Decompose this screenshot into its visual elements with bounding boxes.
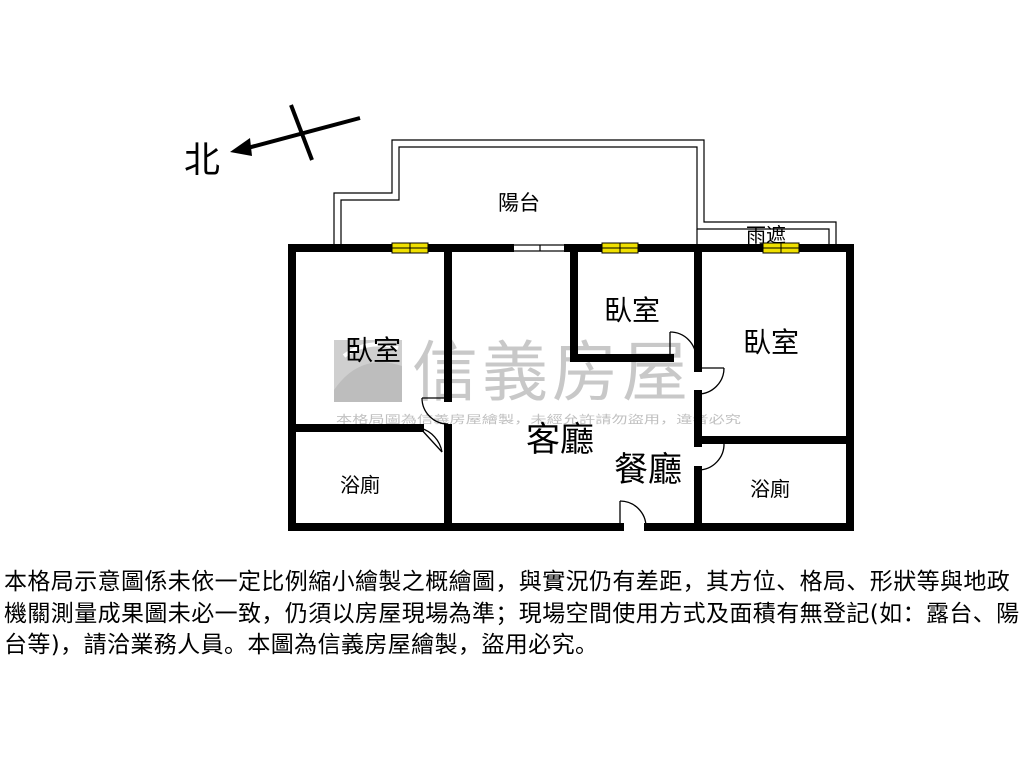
watermark-note: 本格局圖為信義房屋繪製，未經允許請勿盜用，違者必究 xyxy=(336,412,741,426)
door-small-bedroom xyxy=(669,331,697,359)
doors xyxy=(419,331,725,528)
watermark: 信義房屋 本格局圖為信義房屋繪製，未經允許請勿盜用，違者必究 xyxy=(334,334,741,426)
compass-north-label: 北 xyxy=(184,140,220,181)
compass: 北 xyxy=(184,104,361,181)
canopy-label: 雨遮 xyxy=(746,223,786,247)
door-entrance xyxy=(619,500,647,528)
door-left-bedroom xyxy=(419,397,449,453)
floor-plan: 信義房屋 本格局圖為信義房屋繪製，未經允許請勿盜用，違者必究 北 xyxy=(184,104,854,531)
dining-room-label: 餐廳 xyxy=(614,450,682,490)
bedroom-right-label: 臥室 xyxy=(743,326,799,359)
bath-left-label: 浴廁 xyxy=(340,473,380,497)
door-right-bath xyxy=(697,442,725,471)
window-middle xyxy=(601,242,639,254)
disclaimer-text: 本格局示意圖係未依一定比例縮小繪製之概繪圖，與實況仍有差距，其方位、格局、形狀等… xyxy=(4,569,1020,658)
sliding-door xyxy=(511,244,569,252)
windows xyxy=(391,242,800,254)
window-right xyxy=(762,242,800,254)
window-left xyxy=(391,242,429,254)
watermark-brand: 信義房屋 xyxy=(412,334,692,411)
living-room-label: 客廳 xyxy=(526,420,594,460)
bath-right-label: 浴廁 xyxy=(750,477,790,501)
sinyi-logo-icon xyxy=(334,340,402,402)
balcony-label: 陽台 xyxy=(498,191,540,215)
bedroom-small-label: 臥室 xyxy=(604,294,660,327)
door-right-bedroom xyxy=(697,367,725,395)
north-arrow-icon xyxy=(230,104,361,161)
bedroom-left-label: 臥室 xyxy=(345,334,401,367)
